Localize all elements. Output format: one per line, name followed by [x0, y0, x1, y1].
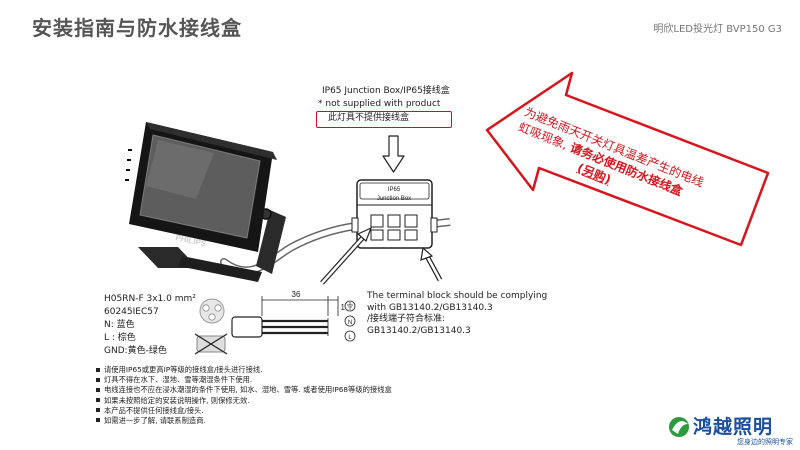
- red-arrow-shape: [485, 71, 770, 247]
- logo-tagline: 您身边的照明专家: [737, 438, 793, 446]
- terminal-line: GB13140.2/GB13140.3: [367, 325, 471, 336]
- note-item: 电线连接也不应在浸水潮湿的条件下使用, 如水、湿地、雪等. 或者使用IP68等级…: [104, 385, 392, 395]
- fixture-fins: [125, 149, 132, 181]
- note-item: 本产品不提供任何接线盒/接头.: [104, 405, 204, 415]
- dim-36-label: 36: [292, 290, 301, 299]
- terminal-symbols: N L: [344, 300, 356, 342]
- wire-conductor-icon: [199, 298, 225, 324]
- not-supplied-cn: 此灯具不提供接线盒: [328, 113, 410, 123]
- note-bullets: [96, 368, 100, 422]
- terminal-block-note: The terminal block should be complying w…: [367, 291, 547, 337]
- logo-mark-icon: [669, 417, 689, 437]
- junction-box-label: IP65 Junction Box/IP65接线盒: [322, 86, 450, 96]
- spec-line: 60245IEC57: [104, 307, 159, 317]
- symbol-l: L: [348, 335, 352, 341]
- pointer-arrow-left: [320, 226, 373, 285]
- symbol-n: N: [348, 320, 352, 326]
- page-title: 安装指南与防水接线盒: [32, 16, 242, 40]
- terminal-line: with GB13140.2/GB13140.3: [367, 302, 493, 313]
- cable-spec: H05RN-F 3x1.0 mm² 60245IEC57 N: 蓝色 L : 棕…: [104, 293, 196, 358]
- note-item: 请使用IP65或更高IP等级的接线盒/接头进行接线.: [104, 365, 263, 374]
- terminal-line: The terminal block should be complying: [367, 291, 548, 301]
- note-item: 如需进一步了解, 请联系制造商.: [104, 416, 206, 426]
- company-logo: 鸿越照明 您身边的照明专家: [693, 412, 793, 447]
- pointer-arrow-right: [420, 246, 443, 282]
- not-supplied-note: * not supplied with product: [318, 99, 441, 109]
- logo-name: 鸿越照明: [693, 416, 774, 438]
- spec-line: H05RN-F 3x1.0 mm²: [104, 294, 196, 304]
- spec-line: N: 蓝色: [104, 320, 135, 330]
- terminal-line: /接线端子符合标准:: [367, 314, 446, 324]
- down-arrow: [382, 135, 405, 173]
- crossed-cable-icon: [194, 333, 228, 355]
- not-supplied-highlight: [316, 111, 452, 128]
- product-name: 明欣LED投光灯 BVP150 G3: [653, 24, 782, 35]
- note-item: 如果未按照给定的安装说明操作, 则保修无效.: [104, 395, 250, 405]
- floodlight-fixture: PHILIPS: [125, 122, 277, 252]
- installation-notes: 请使用IP65或更高IP等级的接线盒/接头进行接线. 灯具不得在水下、湿地、雪等…: [104, 365, 392, 426]
- junction-box: IP65 Junction Box: [351, 179, 438, 249]
- spec-line: GND:黄色-绿色: [104, 346, 167, 356]
- note-item: 灯具不得在水下、湿地、雪等潮湿条件下使用.: [104, 375, 253, 385]
- box-label-junction: Junction Box: [377, 196, 411, 202]
- stripped-cable-detail: 36 10: [231, 290, 350, 338]
- box-label-ip65: IP65: [388, 187, 401, 193]
- spec-line: L : 棕色: [104, 333, 136, 343]
